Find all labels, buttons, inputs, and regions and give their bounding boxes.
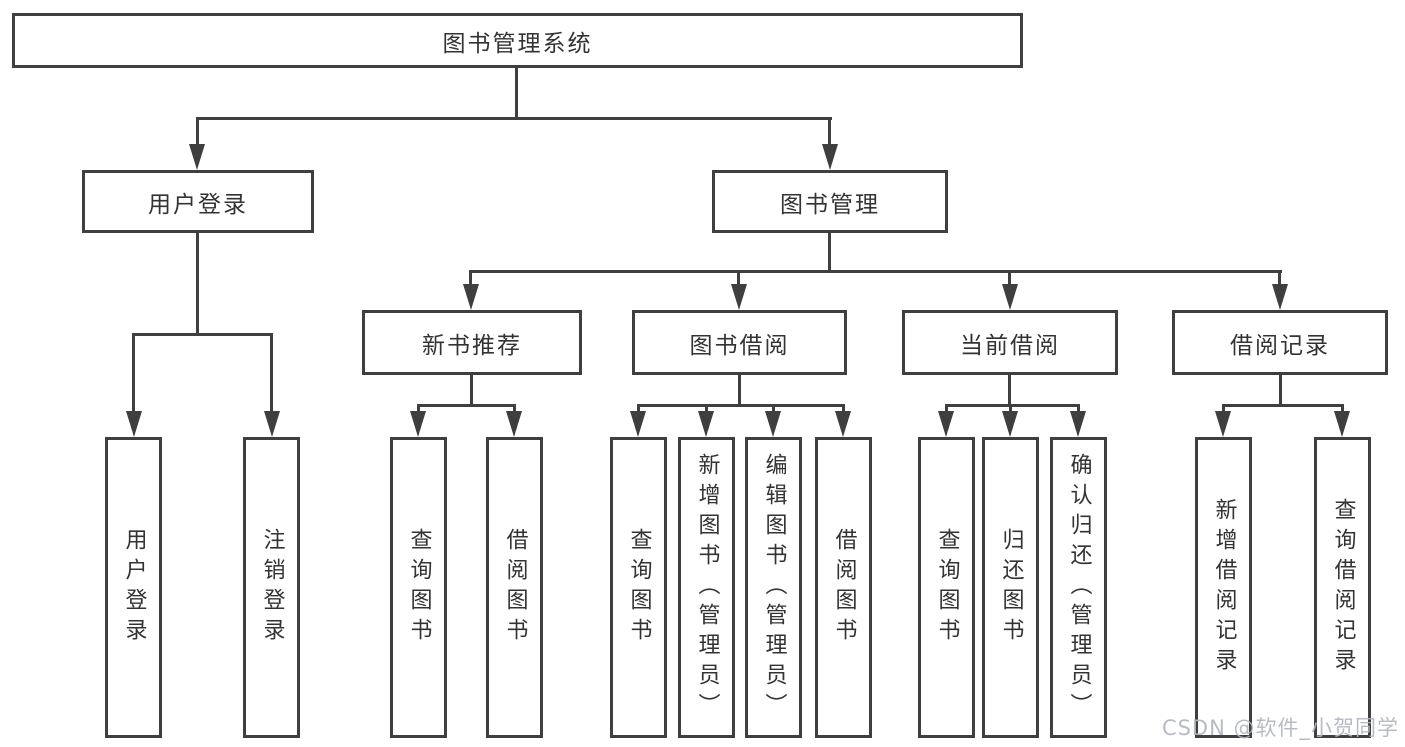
connector-line-v [1341, 404, 1344, 417]
node-label: 查询图书 [934, 527, 960, 648]
arrowhead-down-icon [1070, 411, 1086, 437]
node-label: 编辑图书（管理员） [761, 452, 787, 723]
node-borrow-records: 借阅记录 [1172, 310, 1388, 375]
arrowhead-down-icon [463, 284, 479, 310]
connector-line-v [1278, 270, 1281, 290]
arrowhead-down-icon [1272, 284, 1288, 310]
node-label: 查询图书 [626, 527, 652, 648]
connector-line-v [738, 375, 741, 407]
node-label: 新书推荐 [422, 332, 522, 359]
arrowhead-down-icon [1334, 411, 1350, 437]
connector-line-v [1008, 375, 1011, 407]
connector-line-v [1222, 404, 1225, 417]
leaf-confirm-return-admin: 确认归还（管理员） [1050, 437, 1107, 738]
node-label: 用户登录 [148, 191, 248, 218]
connector-line-h [470, 270, 1282, 273]
node-label: 借阅图书 [502, 527, 528, 648]
arrowhead-down-icon [835, 411, 851, 437]
connector-line-h [637, 404, 845, 407]
arrowhead-down-icon [938, 411, 954, 437]
node-label: 新增借阅记录 [1211, 497, 1237, 678]
leaf-logout: 注销登录 [243, 437, 300, 738]
connector-line-h [945, 404, 1080, 407]
connector-line-v [515, 68, 518, 120]
leaf-edit-books-admin: 编辑图书（管理员） [745, 437, 802, 738]
node-label: 新增图书（管理员） [694, 452, 720, 723]
node-label: 借阅图书 [831, 527, 857, 648]
leaf-query-books: 查询图书 [610, 437, 667, 738]
node-label: 确认归还（管理员） [1066, 452, 1092, 723]
csdn-watermark: CSDN @软件_小贺同学 [1161, 716, 1399, 740]
arrowhead-down-icon [698, 411, 714, 437]
node-label: 图书管理 [780, 191, 880, 218]
node-label: 注销登录 [259, 527, 285, 648]
leaf-user-login: 用户登录 [105, 437, 162, 738]
arrowhead-down-icon [506, 411, 522, 437]
arrowhead-down-icon [731, 284, 747, 310]
connector-line-v [270, 333, 273, 417]
arrowhead-down-icon [264, 411, 280, 437]
node-root: 图书管理系统 [12, 13, 1023, 68]
connector-line-v [196, 233, 199, 336]
connector-line-v [417, 404, 420, 417]
arrowhead-down-icon [410, 411, 426, 437]
node-book-borrow: 图书借阅 [632, 310, 847, 375]
connector-line-v [1009, 404, 1012, 417]
connector-line-v [772, 404, 775, 417]
connector-line-v [513, 404, 516, 417]
connector-line-v [842, 404, 845, 417]
connector-line-h [417, 404, 516, 407]
node-label: 当前借阅 [960, 332, 1060, 359]
arrowhead-down-icon [765, 411, 781, 437]
node-label: 用户登录 [121, 527, 147, 648]
node-label: 归还图书 [998, 527, 1024, 648]
arrowhead-down-icon [1002, 284, 1018, 310]
connector-line-v [1279, 375, 1282, 407]
connector-line-h [196, 117, 832, 120]
connector-line-v [196, 117, 199, 150]
connector-line-v [828, 233, 831, 273]
connector-line-v [470, 375, 473, 407]
node-current-borrow: 当前借阅 [902, 310, 1118, 375]
leaf-add-borrow-record: 新增借阅记录 [1195, 437, 1252, 738]
connector-line-v [945, 404, 948, 417]
connector-line-v [637, 404, 640, 417]
leaf-borrow-books: 借阅图书 [815, 437, 872, 738]
connector-line-v [469, 270, 472, 290]
connector-line-v [132, 333, 135, 417]
node-label: 图书管理系统 [442, 30, 593, 57]
connector-line-v [1077, 404, 1080, 417]
node-book-management: 图书管理 [712, 170, 948, 233]
node-label: 查询图书 [406, 527, 432, 648]
arrowhead-down-icon [1002, 411, 1018, 437]
leaf-return-books: 归还图书 [982, 437, 1039, 738]
arrowhead-down-icon [1215, 411, 1231, 437]
leaf-add-books-admin: 新增图书（管理员） [678, 437, 735, 738]
leaf-query-books: 查询图书 [390, 437, 447, 738]
node-new-book-recommend: 新书推荐 [362, 310, 582, 375]
node-label: 图书借阅 [689, 332, 790, 359]
connector-line-v [1008, 270, 1011, 290]
leaf-query-borrow-record: 查询借阅记录 [1314, 437, 1371, 738]
connector-line-v [705, 404, 708, 417]
arrowhead-down-icon [822, 144, 838, 170]
node-label: 查询借阅记录 [1330, 497, 1356, 678]
node-user-login: 用户登录 [82, 170, 314, 233]
connector-line-v [737, 270, 740, 290]
connector-line-v [828, 117, 831, 150]
leaf-borrow-books: 借阅图书 [486, 437, 543, 738]
arrowhead-down-icon [189, 144, 205, 170]
arrowhead-down-icon [126, 411, 142, 437]
arrowhead-down-icon [630, 411, 646, 437]
leaf-query-books: 查询图书 [918, 437, 975, 738]
connector-line-h [1222, 404, 1344, 407]
connector-line-h [132, 333, 273, 336]
node-label: 借阅记录 [1230, 332, 1330, 359]
